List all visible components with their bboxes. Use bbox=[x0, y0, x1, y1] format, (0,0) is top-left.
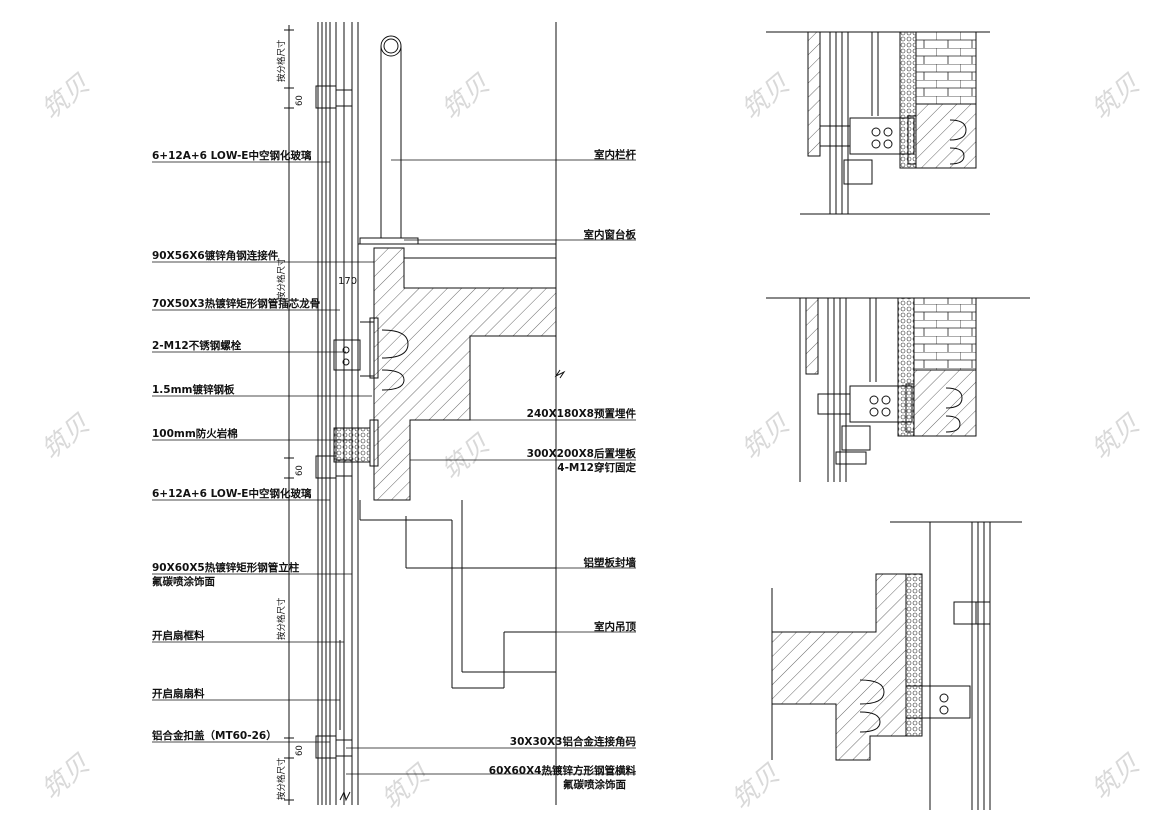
label-glass-bottom: 6+12A+6 LOW-E中空钢化玻璃 bbox=[152, 487, 312, 500]
label-bolt: 2-M12不锈钢螺栓 bbox=[152, 339, 242, 352]
dim-grid-3: 按分格尺寸 bbox=[276, 597, 287, 640]
label-embed-300-line1: 300X200X8后置埋板 bbox=[527, 447, 637, 460]
watermark-text: 筑贝 bbox=[436, 69, 496, 126]
label-beam-line1: 60X60X4热镀锌方形钢管横料 bbox=[489, 764, 637, 777]
dim-60-top: 60 bbox=[295, 95, 305, 106]
detail-bottom bbox=[771, 521, 1022, 810]
label-sill: 室内窗台板 bbox=[584, 228, 637, 241]
watermark-text: 筑贝 bbox=[436, 429, 496, 486]
label-embed-240: 240X180X8预置埋件 bbox=[527, 407, 637, 420]
dim-grid-2: 按分格尺寸 bbox=[276, 257, 287, 300]
dim-170: 170 bbox=[338, 276, 357, 287]
watermark-text: 筑贝 bbox=[1086, 749, 1146, 806]
detail-top bbox=[766, 31, 990, 215]
label-glass-top: 6+12A+6 LOW-E中空钢化玻璃 bbox=[152, 149, 312, 162]
watermark-text: 筑贝 bbox=[736, 409, 796, 466]
watermark-text: 筑贝 bbox=[36, 409, 96, 466]
dim-60-bottom: 60 bbox=[295, 745, 305, 756]
label-angle-steel: 90X56X6镀锌角钢连接件 bbox=[152, 249, 279, 262]
left-leader-lines bbox=[152, 161, 374, 743]
label-alu-panel: 铝塑板封墙 bbox=[584, 556, 637, 569]
watermark-text: 筑贝 bbox=[36, 69, 96, 126]
label-rect-tube-insert: 70X50X3热镀锌矩形钢管插芯龙骨 bbox=[152, 297, 320, 310]
watermark-text: 筑贝 bbox=[376, 759, 436, 816]
watermark-text: 筑贝 bbox=[736, 69, 796, 126]
dim-grid-1: 按分格尺寸 bbox=[276, 39, 287, 82]
dim-60-mid: 60 bbox=[295, 465, 305, 476]
watermark-text: 筑贝 bbox=[726, 759, 786, 816]
label-frame: 开启扇框料 bbox=[152, 629, 205, 642]
label-corner-code: 30X30X3铝合金连接角码 bbox=[510, 735, 637, 748]
watermarks: 筑贝 筑贝 筑贝 筑贝 筑贝 筑贝 筑贝 筑贝 筑贝 筑贝 筑贝 筑贝 bbox=[36, 69, 1146, 816]
label-beam-line2: 氟碳喷涂饰面 bbox=[563, 778, 626, 791]
label-rock-wool: 100mm防火岩棉 bbox=[152, 427, 238, 440]
label-railing: 室内栏杆 bbox=[594, 148, 636, 161]
watermark-text: 筑贝 bbox=[36, 749, 96, 806]
dim-grid-4: 按分格尺寸 bbox=[276, 757, 287, 800]
right-leader-lines bbox=[346, 159, 636, 775]
label-ceiling: 室内吊顶 bbox=[594, 620, 636, 633]
label-steel-plate: 1.5mm镀锌钢板 bbox=[152, 383, 235, 396]
label-embed-300-line2: 4-M12穿钉固定 bbox=[557, 461, 636, 474]
main-section bbox=[284, 22, 566, 805]
label-column-line1: 90X60X5热镀锌矩形钢管立柱 bbox=[152, 561, 300, 574]
label-sash: 开启扇扇料 bbox=[152, 687, 205, 700]
label-cover: 铝合金扣盖（MT60-26） bbox=[152, 729, 277, 742]
detail-middle bbox=[766, 297, 1030, 482]
watermark-text: 筑贝 bbox=[1086, 69, 1146, 126]
label-column-line2: 氟碳喷涂饰面 bbox=[152, 575, 215, 588]
watermark-text: 筑贝 bbox=[1086, 409, 1146, 466]
